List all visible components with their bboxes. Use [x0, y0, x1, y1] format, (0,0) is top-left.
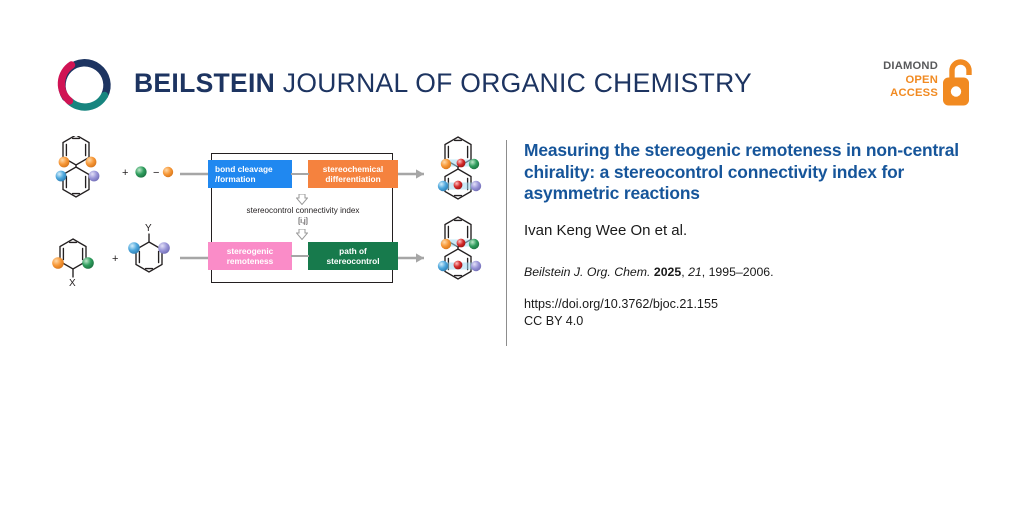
marker-green [468, 158, 480, 170]
scheme-index-subscript: [i,j] [298, 216, 308, 225]
oa-label-access: ACCESS [890, 87, 938, 99]
article-doi-link[interactable]: https://doi.org/10.3762/bjoc.21.155 [524, 296, 718, 311]
marker-blue [128, 242, 140, 254]
article-title[interactable]: Measuring the stereogenic remoteness in … [524, 140, 959, 204]
marker-red [453, 260, 463, 270]
scheme-cell-bond-cleavage-line1: bond cleavage [215, 163, 273, 174]
marker-red [456, 158, 466, 168]
marker-orange [440, 158, 452, 170]
marker-red [453, 180, 463, 190]
plus-sign-bottom: + [112, 253, 118, 265]
scheme-cell-stereochemical-differentiation-line2: differentiation [325, 174, 381, 184]
article-citation: Beilstein J. Org. Chem. 2025, 21, 1995–2… [524, 265, 974, 279]
masthead: BEILSTEIN JOURNAL OF ORGANIC CHEMISTRY D… [0, 0, 1024, 132]
scheme-cell-stereogenic-remoteness-line1: stereogenic [226, 245, 274, 256]
journal-title-bold: BEILSTEIN [134, 68, 276, 98]
scheme-cell-stereochemical-differentiation[interactable]: stereochemical differentiation [308, 160, 398, 188]
marker-blue [437, 260, 449, 272]
oa-text-block: DIAMOND OPEN ACCESS [883, 60, 938, 101]
chevron-down-icon [295, 227, 309, 241]
marker-purple [470, 180, 482, 192]
chevron-down-icon [295, 192, 309, 206]
citation-year: 2025 [653, 264, 682, 279]
marker-purple [158, 242, 170, 254]
journal-title: BEILSTEIN JOURNAL OF ORGANIC CHEMISTRY [134, 68, 752, 99]
graphical-abstract: + − + X Y bond cleavage /formation stere… [40, 136, 500, 304]
scheme-cell-path-of-stereocontrol[interactable]: path of stereocontrol [308, 242, 398, 270]
diamond-open-access-badge: DIAMOND OPEN ACCESS [868, 58, 982, 112]
citation-terminator: . [770, 264, 774, 279]
marker-purple [88, 170, 100, 182]
citation-comma-1: , [681, 264, 689, 279]
marker-blue [55, 170, 67, 182]
beilstein-logo-icon [52, 50, 120, 118]
scheme-cell-stereochemical-differentiation-line1: stereochemical [322, 163, 384, 174]
reaction-scheme-structures: + − + X Y [52, 136, 482, 289]
marker-orange [52, 257, 64, 269]
article-meta: Measuring the stereogenic remoteness in … [524, 140, 974, 331]
marker-purple [470, 260, 482, 272]
substituent-label-x: X [69, 278, 76, 289]
marker-red [456, 238, 466, 248]
oa-label-open: OPEN [905, 73, 938, 86]
open-padlock-icon [940, 58, 982, 110]
minus-sign-top: − [153, 167, 159, 179]
scheme-connector-top [291, 173, 309, 176]
marker-green [82, 257, 94, 269]
marker-orange [85, 156, 97, 168]
marker-orange [440, 238, 452, 250]
marker-green [135, 166, 147, 178]
citation-journal: Beilstein J. Org. Chem. [524, 264, 651, 279]
scheme-cell-stereogenic-remoteness-line2: remoteness [226, 256, 274, 266]
citation-comma-2: , [701, 264, 709, 279]
scheme-cell-bond-cleavage-line2: /formation [215, 174, 256, 184]
oa-label-diamond: DIAMOND [883, 60, 938, 72]
article-authors: Ivan Keng Wee On et al. [524, 221, 688, 239]
article-license: CC BY 4.0 [524, 314, 584, 329]
substituent-label-y: Y [145, 223, 152, 234]
scheme-cell-bond-cleavage[interactable]: bond cleavage /formation [208, 160, 292, 188]
citation-pages: 1995–2006 [708, 264, 771, 279]
scheme-cell-path-of-stereocontrol-line1: path of [339, 245, 367, 256]
scheme-cell-path-of-stereocontrol-line2: stereocontrol [326, 256, 380, 266]
scheme-connector-bottom [291, 255, 309, 258]
scheme-index-label: stereocontrol connectivity index [246, 206, 360, 215]
journal-title-rest: JOURNAL OF ORGANIC CHEMISTRY [275, 68, 753, 98]
scheme-cell-stereogenic-remoteness[interactable]: stereogenic remoteness [208, 242, 292, 270]
stereocontrol-scheme-box: bond cleavage /formation stereochemical … [208, 153, 398, 283]
vertical-divider [506, 140, 507, 346]
marker-green [468, 238, 480, 250]
plus-sign-top: + [122, 167, 128, 179]
marker-blue [437, 180, 449, 192]
citation-volume: 21 [688, 264, 702, 279]
marker-orange [162, 166, 174, 178]
marker-orange [58, 156, 70, 168]
